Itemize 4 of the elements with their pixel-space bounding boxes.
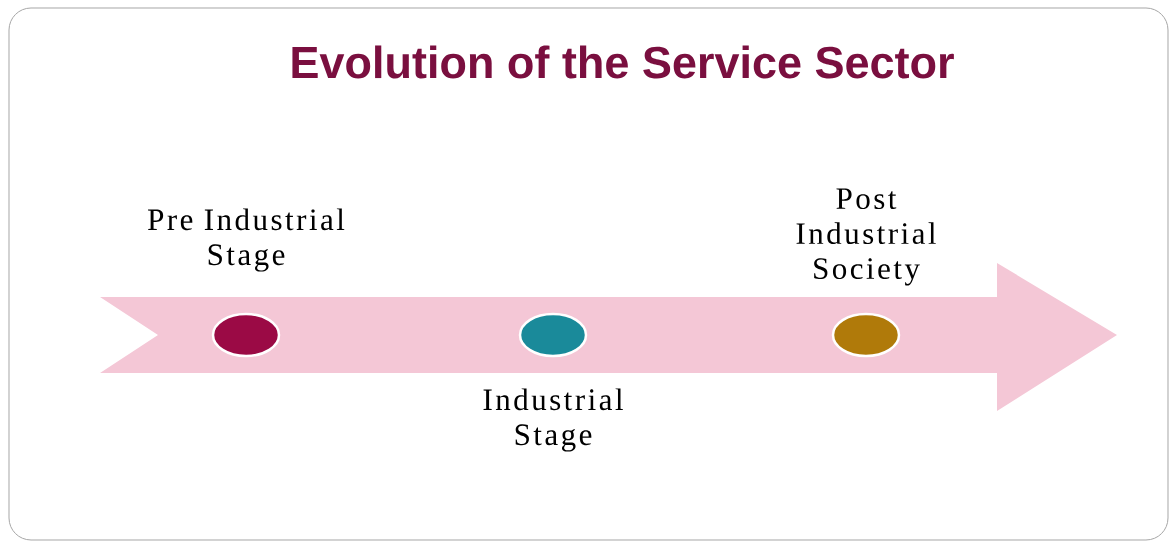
stage-label: Pre Industrial Stage: [148, 208, 345, 272]
stage-label: Industrial Stage: [483, 388, 623, 452]
title: Evolution of the Service Sector: [292, 45, 954, 79]
stage-label: Post Industrial Society: [796, 188, 936, 286]
